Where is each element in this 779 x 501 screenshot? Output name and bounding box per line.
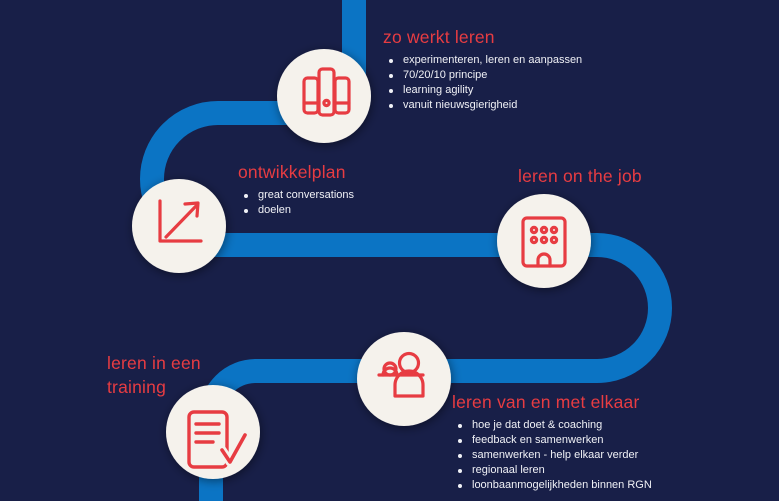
bullet-item: great conversations (238, 188, 354, 203)
bullet-item: experimenteren, leren en aanpassen (383, 53, 582, 68)
bullet-list: hoe je dat doet & coaching feedback en s… (452, 418, 652, 493)
growth-chart-icon (158, 199, 203, 243)
milestone-circle-people (357, 332, 451, 426)
bullet-item: samenwerken - help elkaar verder (452, 448, 652, 463)
section-leren-van-en-met-elkaar: leren van en met elkaar hoe je dat doet … (452, 390, 652, 493)
bullet-item: 70/20/10 principe (383, 68, 582, 83)
section-zo-werkt-leren: zo werkt leren experimenteren, leren en … (383, 25, 582, 113)
section-title: leren van en met elkaar (452, 392, 640, 412)
milestone-circle-books (277, 49, 371, 143)
section-ontwikkelplan: ontwikkelplan great conversations doelen (238, 160, 354, 218)
section-title: zo werkt leren (383, 27, 495, 47)
bullet-item: feedback en samenwerken (452, 433, 652, 448)
books-icon (302, 67, 351, 117)
milestone-circle-chart (132, 179, 226, 273)
bullet-list: great conversations doelen (238, 188, 354, 218)
section-leren-on-the-job: leren on the job (518, 164, 642, 188)
section-leren-in-een-training: leren in een training (107, 351, 219, 399)
bullet-item: doelen (238, 203, 354, 218)
section-title: leren in een training (107, 353, 201, 397)
section-title: leren on the job (518, 166, 642, 186)
bullet-item: hoe je dat doet & coaching (452, 418, 652, 433)
bullet-item: vanuit nieuwsgierigheid (383, 98, 582, 113)
bullet-item: regionaal leren (452, 463, 652, 478)
bullet-list: experimenteren, leren en aanpassen 70/20… (383, 53, 582, 113)
people-icon (377, 351, 425, 398)
building-icon (521, 216, 567, 268)
bullet-item: loonbaanmogelijkheden binnen RGN (452, 478, 652, 493)
section-title: ontwikkelplan (238, 162, 346, 182)
bullet-item: learning agility (383, 83, 582, 98)
document-check-icon (187, 410, 250, 469)
